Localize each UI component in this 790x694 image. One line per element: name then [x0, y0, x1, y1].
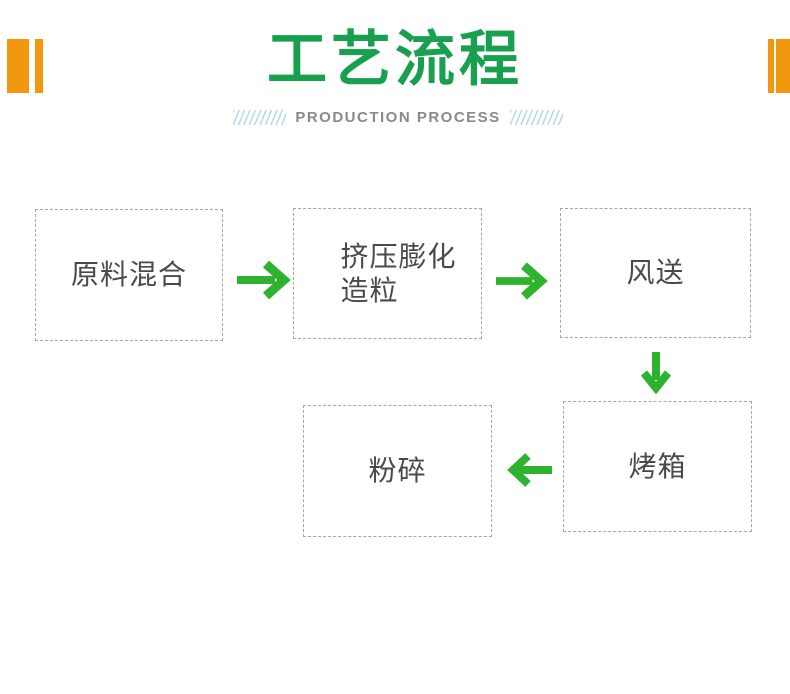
left-accent-bar-thick	[7, 39, 29, 93]
flow-step-label: 挤压膨化 造粒	[318, 240, 456, 308]
arrow-right-icon	[496, 260, 548, 302]
arrow-right-icon	[237, 259, 291, 301]
page-title: 工艺流程	[267, 26, 523, 93]
left-accent-bar-thin	[35, 39, 43, 93]
flow-step-extrusion-granulation: 挤压膨化 造粒	[293, 208, 482, 339]
arrow-down-icon	[639, 352, 673, 394]
right-accent-bar-thick	[776, 39, 790, 93]
flow-step-crushing: 粉碎	[303, 405, 492, 537]
flow-step-label: 烤箱	[628, 450, 687, 482]
hatch-stripes-right	[509, 110, 564, 125]
flow-step-oven: 烤箱	[563, 401, 752, 532]
flow-step-label: 粉碎	[368, 455, 427, 486]
flow-step-label: 原料混合	[70, 259, 187, 290]
flow-step-raw-material-mixing: 原料混合	[35, 209, 223, 341]
flow-step-label: 风送	[626, 257, 685, 288]
flow-step-label-line1: 挤压膨化	[340, 240, 457, 272]
arrow-left-icon	[507, 452, 552, 488]
subtitle-band: PRODUCTION PROCESS	[233, 109, 564, 126]
page-subtitle: PRODUCTION PROCESS	[295, 109, 501, 126]
flow-step-label-line2: 造粒	[340, 274, 399, 306]
hatch-stripes-left	[233, 110, 287, 125]
right-accent-bar-thin	[768, 39, 774, 93]
flow-step-air-conveying: 风送	[560, 208, 751, 338]
